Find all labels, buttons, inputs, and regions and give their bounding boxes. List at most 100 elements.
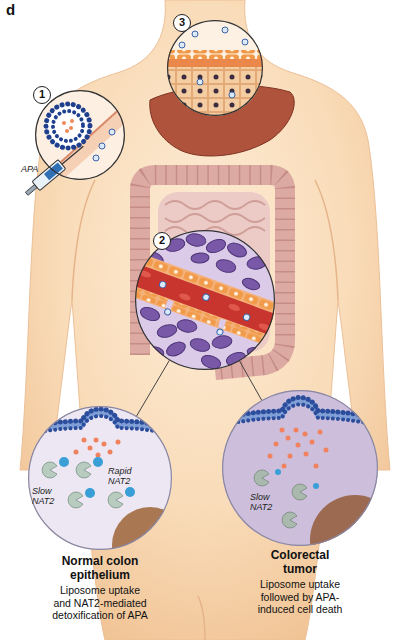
callout-number: 3 [173,14,191,32]
circle-outline [223,391,378,546]
circle-outline [28,406,172,550]
body-silhouette [20,0,390,640]
injection-zoom [46,104,90,148]
normal-cell-zoom [108,492,123,508]
tumor-cell-zoom [268,428,329,469]
cell-description: Liposome uptake and NAT2-mediated detoxi… [50,584,150,622]
liver-zoom [165,18,265,119]
intestines [165,201,265,235]
tumor-zoom [228,303,241,313]
tumor-cell-zoom [282,464,287,469]
liver-zoom [165,50,265,59]
callout-number: 1 [33,86,51,104]
tumor-zoom [189,337,211,354]
normal-cell-zoom [68,492,83,508]
liver-zoom [165,18,265,118]
normal-cell-zoom [42,462,57,478]
tumor-zoom [164,308,172,316]
normal-cell-zoom [74,450,79,455]
circle-outline [135,230,275,370]
tumor-cell-zoom [292,484,307,500]
circle-outline [35,90,125,180]
cell-heading: Colorectal tumor [255,548,345,576]
injection-zoom [69,126,73,130]
tumor-cell-zoom [218,401,382,423]
tumor-zoom [178,292,191,302]
injection-circle: 1APA [35,90,125,180]
normal-cell-zoom [88,446,93,451]
normal-cell-zoom [116,440,121,445]
tumor-cell-zoom [274,442,279,447]
tumor-zoom [243,313,251,321]
cell-description: Liposome uptake followed by APA-induced … [245,578,355,616]
circle-outline [29,407,172,550]
tumor-zoom [202,293,210,301]
liver-zoom [242,39,248,45]
enzyme-label: Rapid NAT2 [108,466,142,486]
liver-zoom [165,59,265,67]
tumor-zoom [106,228,302,372]
cell-circle: Slow NAT2Rapid NAT2Normal colon epitheli… [28,406,172,550]
tumor-cell-zoom [286,436,291,441]
tumor-zoom [159,281,167,289]
normal-cell-zoom [96,453,101,458]
tumor-zoom [246,255,268,270]
normal-cell-zoom [76,462,91,478]
circle-outline [167,20,263,116]
tumor-zoom [241,276,261,292]
normal-cell-zoom [125,487,135,497]
tumor-zoom [216,328,224,336]
injection-zoom [30,88,140,200]
cell-circle: Slow NAT2Colorectal tumorLiposome uptake… [222,390,378,546]
tumor-cell-zoom [314,464,319,469]
injection-zoom [46,104,90,148]
tumor-cell-zoom [218,388,400,585]
liver-zoom [197,79,203,85]
injection-zoom [109,129,115,135]
tumor-cell-zoom [318,430,323,435]
tumor-cell-zoom [303,432,308,437]
normal-cell-zoom [94,438,99,443]
tumor-cell-zoom [254,470,269,486]
injection-zoom [99,143,105,149]
normal-cell-zoom [82,438,87,443]
tumor-circle: 2 [135,230,275,370]
injection-zoom [30,95,135,190]
liver-zoom [179,42,185,48]
injection-zoom [62,121,66,125]
normal-cell-zoom [20,404,188,583]
callout-number: 2 [153,232,171,250]
tumor-zoom [191,252,210,264]
injection-zoom [65,129,69,133]
tumor-cell-zoom [220,388,380,548]
tumor-cell-zoom [280,428,285,433]
tumor-zoom [108,247,302,353]
circle-outline [36,91,125,180]
normal-cell-zoom [108,450,113,455]
injection-zoom [30,95,140,200]
circle-outline [136,231,275,370]
tumor-cell-zoom [296,443,301,448]
liver-circle: 3 [167,20,263,116]
cell-heading: Normal colon epithelium [45,554,155,582]
tumor-zoom [165,299,174,310]
circle-outline [168,21,263,116]
normal-cell-zoom [74,438,121,458]
tumor-cell-zoom [268,454,273,459]
syringe [62,146,83,164]
body-silhouette [198,596,205,640]
normal-cell-zoom [102,442,107,447]
tumor-cell-zoom [313,483,319,489]
tumor-cell-zoom [310,440,315,445]
normal-cell-zoom [85,488,95,498]
tumor-zoom [218,318,227,329]
zoom-leader-line [137,360,170,416]
drug-label: APA [21,164,51,174]
injection-zoom [53,111,83,141]
normal-cell-zoom [20,409,180,429]
tumor-cell-zoom [275,469,281,475]
normal-cell-zoom [59,457,69,467]
tumor-zoom [139,305,162,323]
